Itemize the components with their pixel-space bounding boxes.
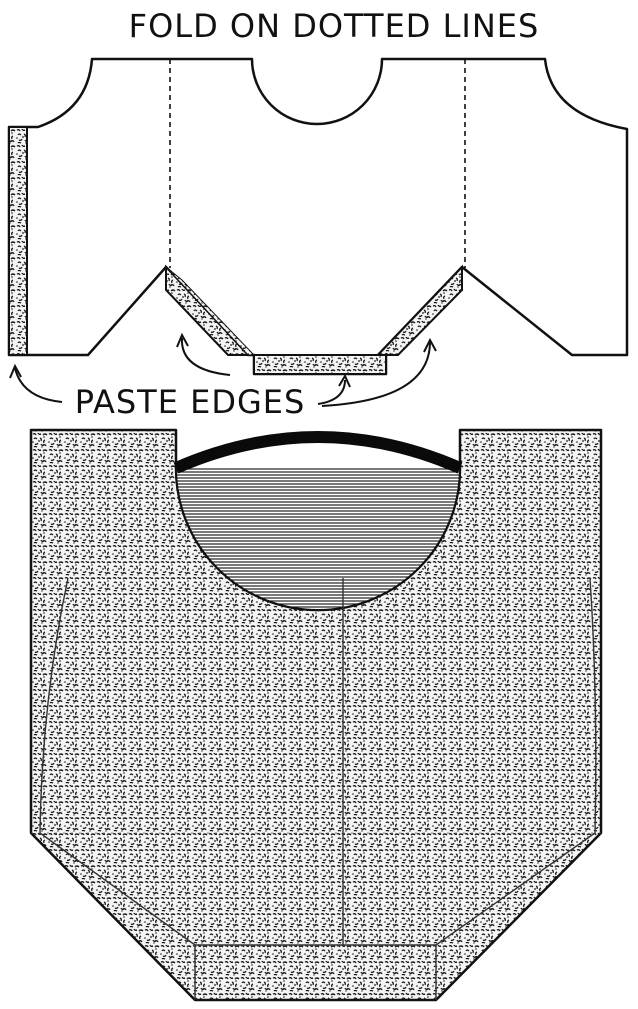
paste-arrows [9,332,437,407]
arrow-right [321,341,431,407]
arrowhead-mid-left [176,332,189,348]
paste-flap-bottom-right [375,264,463,356]
arrow-center [317,379,346,405]
pattern-outline [7,57,629,376]
side-seam-left [39,577,196,1000]
flat-pattern [7,57,629,407]
paste-flap-left [8,126,28,356]
record-disc [173,431,463,611]
arrowhead-left [9,363,22,379]
arrowhead-right [423,337,437,353]
paste-flap-bottom-center [253,354,387,375]
arrow-left [14,367,63,403]
assembled-box [29,428,603,1002]
paste-edges-label: PASTE EDGES [75,383,306,421]
record-rim [173,431,463,474]
diagram-title: FOLD ON DOTTED LINES [129,7,540,45]
arrow-mid-left [180,337,231,376]
arrowhead-center [338,373,351,388]
side-seam-right [435,577,597,1000]
